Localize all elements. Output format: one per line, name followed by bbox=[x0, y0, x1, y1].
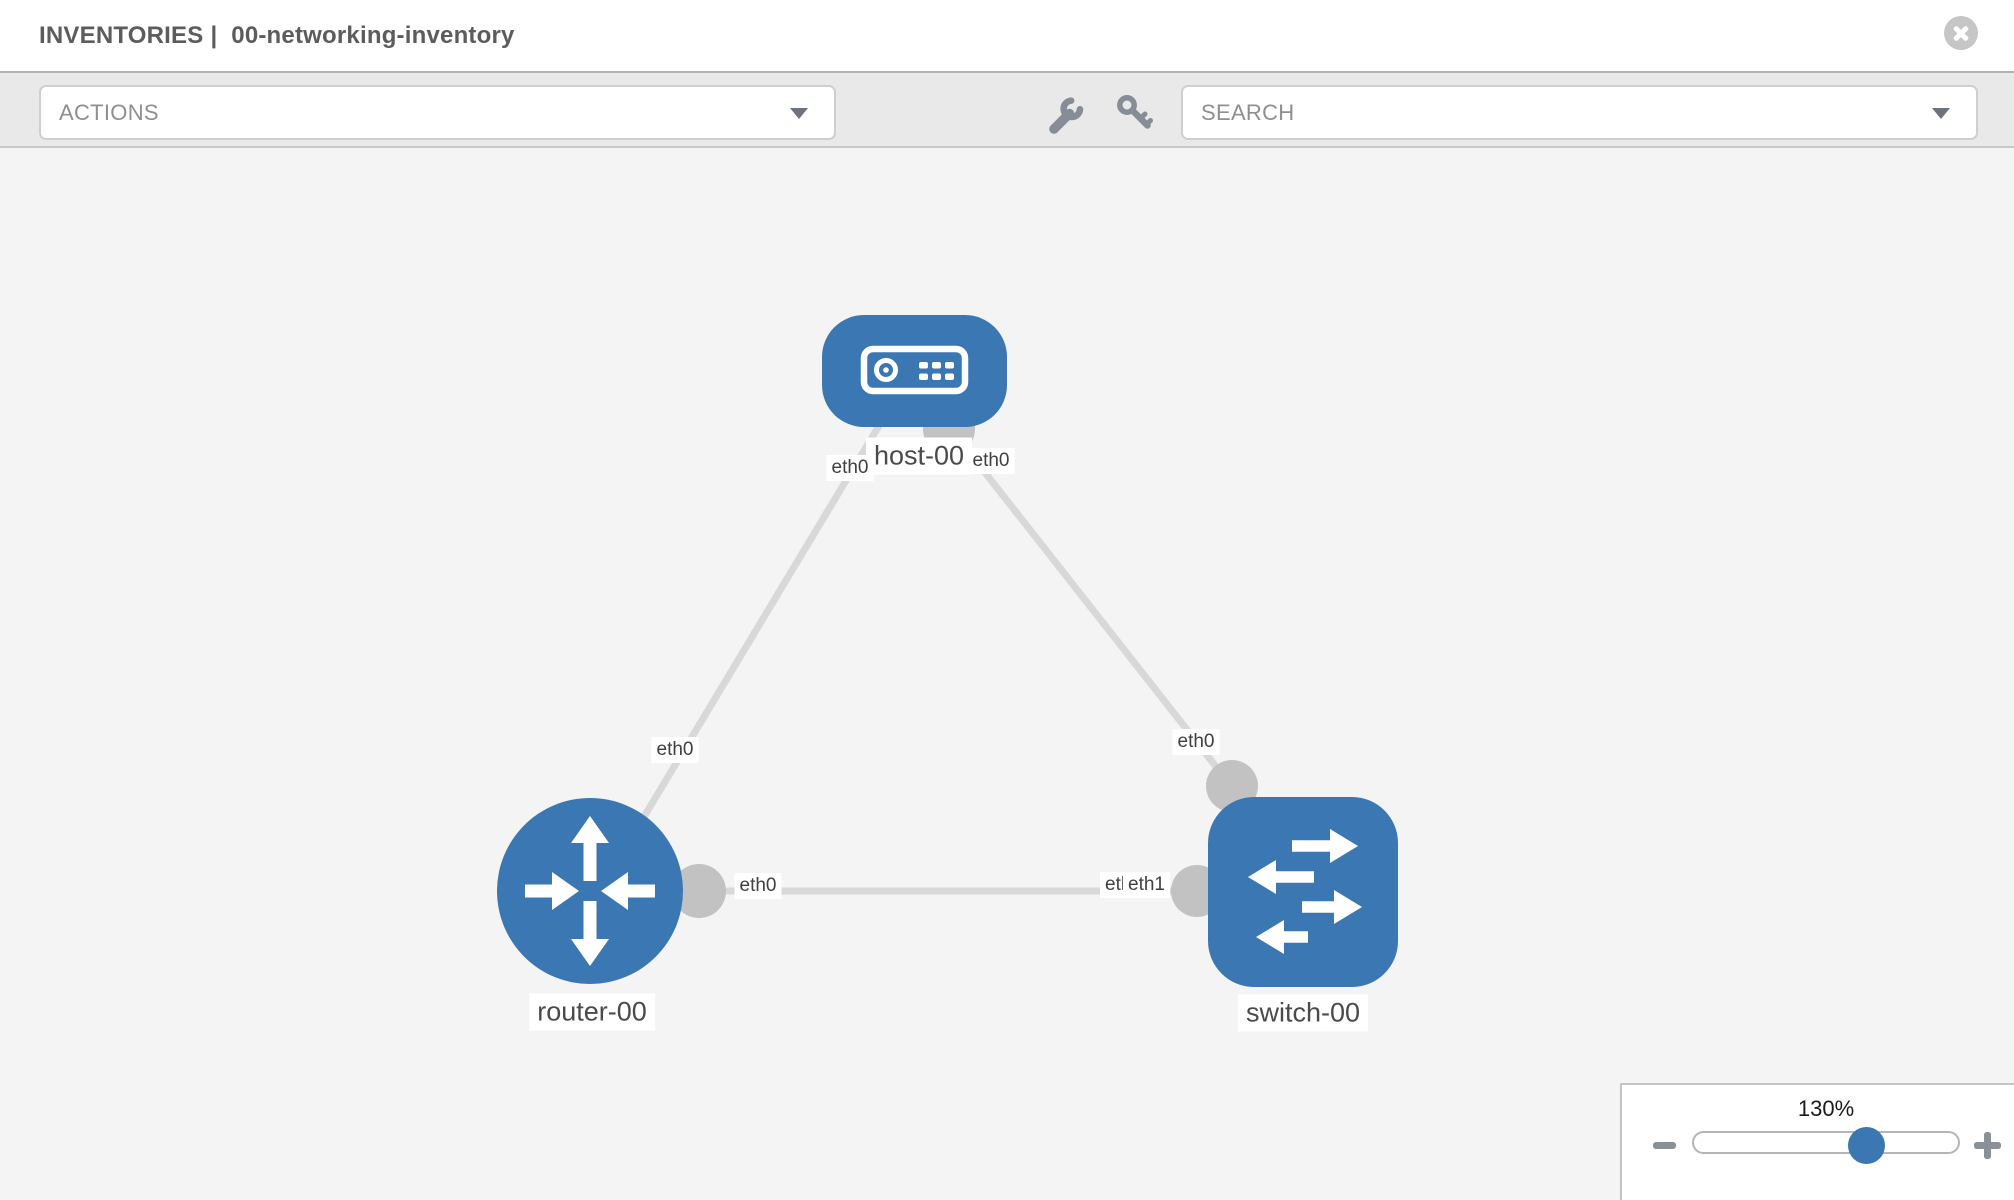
node-switch-00[interactable] bbox=[1208, 797, 1398, 987]
router-arrows-icon bbox=[525, 816, 655, 966]
interface-label: eth1 bbox=[1123, 872, 1170, 898]
zoom-out-button[interactable] bbox=[1653, 1142, 1676, 1149]
node-label-router: router-00 bbox=[529, 993, 655, 1031]
server-icon bbox=[860, 345, 969, 395]
search-dropdown[interactable]: SEARCH bbox=[1181, 85, 1978, 140]
zoom-in-button[interactable] bbox=[1974, 1132, 2001, 1159]
title-separator: | bbox=[210, 21, 218, 49]
switch-arrows-icon bbox=[1248, 829, 1362, 954]
chevron-down-icon bbox=[1932, 108, 1950, 119]
interface-label: eth0 bbox=[1172, 729, 1220, 755]
wrench-icon bbox=[1049, 97, 1084, 134]
inventory-name: 00-networking-inventory bbox=[231, 21, 515, 49]
interface-endpoint[interactable] bbox=[672, 864, 726, 918]
topology-canvas[interactable]: host-00 router-00 switch-00 eth0 eth0 et… bbox=[0, 148, 2014, 1200]
interface-label: eth0 bbox=[651, 737, 699, 763]
toolbar: ACTIONS SEARCH bbox=[0, 73, 2014, 148]
link-host-switch[interactable] bbox=[947, 425, 1235, 790]
interface-label: eth0 bbox=[734, 873, 782, 899]
key-icon bbox=[1117, 95, 1153, 129]
links-layer bbox=[627, 403, 1258, 918]
chevron-down-icon bbox=[790, 108, 808, 119]
actions-dropdown-label: ACTIONS bbox=[59, 99, 159, 125]
node-label-switch: switch-00 bbox=[1237, 994, 1369, 1032]
header: INVENTORIES| 00-networking-inventory bbox=[0, 0, 2014, 73]
interface-label-overlap-group: eth0 eth1 bbox=[1100, 872, 1210, 898]
node-label-host: host-00 bbox=[865, 437, 973, 475]
breadcrumb[interactable]: INVENTORIES bbox=[39, 21, 204, 49]
zoom-panel: 130% bbox=[1620, 1083, 2014, 1200]
actions-dropdown[interactable]: ACTIONS bbox=[39, 85, 836, 140]
zoom-percentage: 130% bbox=[1797, 1096, 1855, 1121]
zoom-slider-track[interactable] bbox=[1692, 1131, 1960, 1154]
configure-button[interactable] bbox=[1044, 92, 1090, 138]
close-button[interactable] bbox=[1944, 16, 1978, 50]
page-title: INVENTORIES| 00-networking-inventory bbox=[39, 22, 522, 50]
link-host-router[interactable] bbox=[627, 422, 883, 842]
node-host-00[interactable] bbox=[822, 315, 1007, 427]
interface-label: eth0 bbox=[967, 448, 1015, 474]
zoom-slider-thumb[interactable] bbox=[1848, 1127, 1885, 1164]
search-dropdown-label: SEARCH bbox=[1201, 99, 1295, 125]
credentials-button[interactable] bbox=[1112, 92, 1158, 138]
interface-label: eth0 bbox=[826, 455, 874, 481]
node-router-00[interactable] bbox=[497, 798, 683, 984]
